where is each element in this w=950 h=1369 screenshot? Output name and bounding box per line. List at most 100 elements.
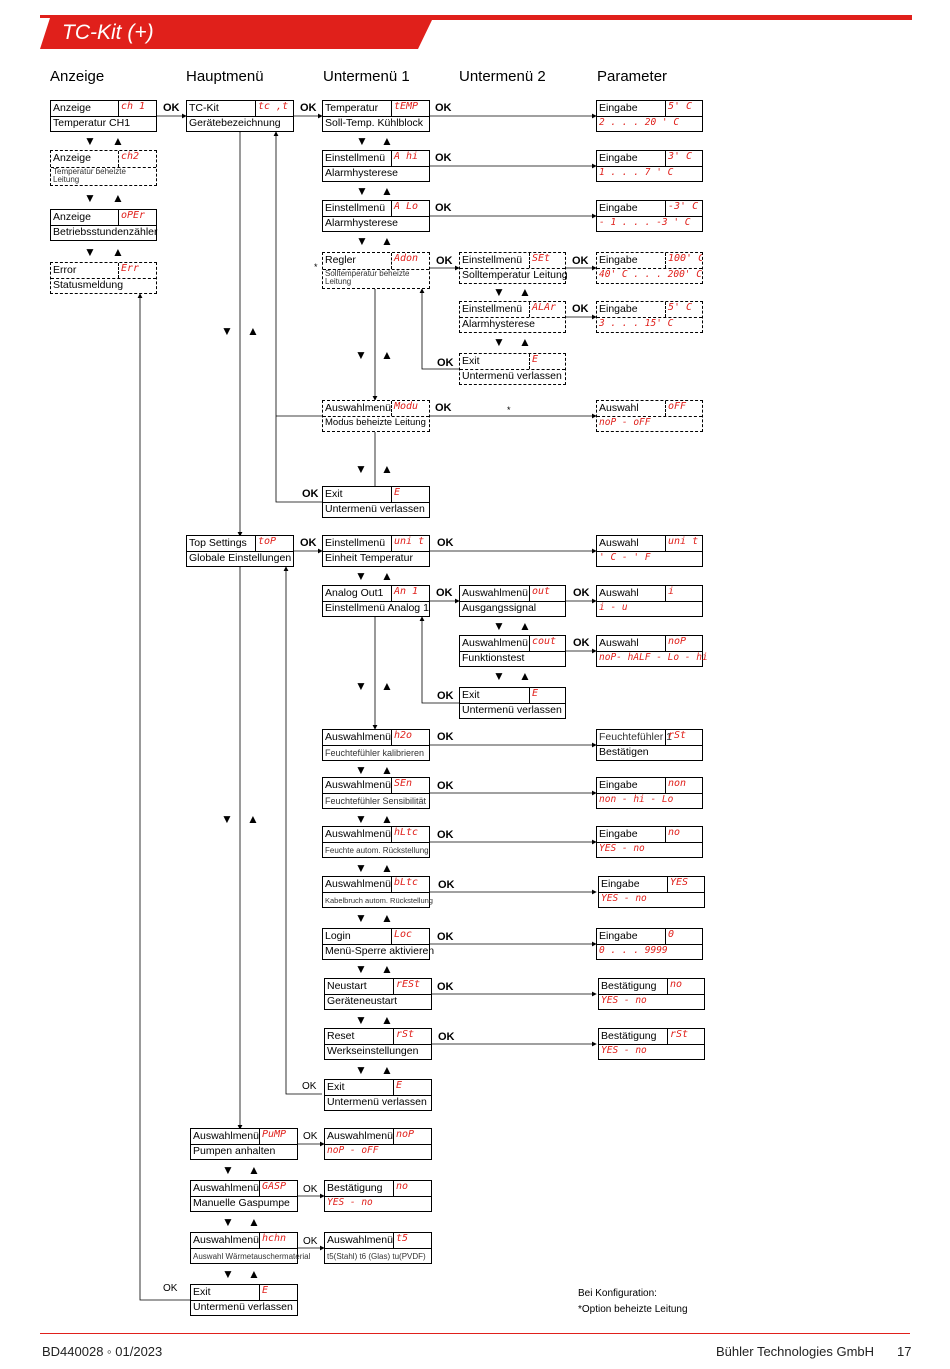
column-header-untermenu-2: Untermenü 2 [459, 68, 546, 85]
nav-down-icon: ▼ [222, 1163, 234, 1177]
box-label: Login [325, 930, 351, 942]
ok-label: OK [438, 879, 455, 891]
display-code: cout [529, 636, 565, 651]
box-description: Globale Einstellungen [189, 551, 292, 564]
display-code: SEn [391, 778, 429, 793]
nav-down-icon: ▼ [355, 462, 367, 476]
footer-doc-id: BD440028 ◦ 01/2023 [42, 1344, 163, 1359]
box-description: Solltemperatur beheizte Leitung [325, 269, 410, 286]
column-header-hauptmenu: Hauptmenü [186, 68, 264, 85]
box-description: Kabelbruch autom. Rückstellung [325, 896, 433, 905]
nav-down-icon: ▼ [356, 234, 368, 248]
box-description: 2 . . . 20 ' C [599, 116, 680, 128]
box-label: Auswahl [599, 537, 639, 549]
display-code: no [665, 827, 702, 842]
display-code: Adon [391, 253, 429, 269]
display-code: rSt [665, 730, 702, 745]
ok-label: OK [435, 102, 452, 114]
display-code: non [665, 778, 702, 793]
display-code: An 1 [391, 586, 429, 601]
nav-up-icon: ▲ [381, 763, 393, 777]
display-code: noP [393, 1129, 431, 1144]
box-description: - 1 . . . -3 ' C [599, 216, 691, 228]
box-label: Einstellmenü [462, 303, 523, 315]
box-label: Auswahl [599, 587, 639, 599]
box-label: Neustart [327, 980, 367, 992]
ok-label: OK [163, 102, 180, 114]
ok-label: OK [437, 931, 454, 943]
ok-label: OK [163, 1283, 178, 1294]
box-label: Bestätigung [601, 980, 657, 992]
ok-label: OK [302, 488, 319, 500]
param-box-alarm-low: Eingabe-3' C - 1 . . . -3 ' C [596, 200, 703, 232]
column-header-parameter: Parameter [597, 68, 668, 85]
display-code: tc ,t [255, 101, 293, 116]
nav-up-icon: ▲ [381, 911, 393, 925]
box-label: TC-Kit [189, 102, 219, 114]
box-description: Modus beheizte Leitung [325, 416, 426, 428]
display-code: oPEr [118, 210, 156, 225]
box-label: Reset [327, 1030, 355, 1042]
nav-down-icon: ▼ [221, 812, 233, 826]
ok-label: OK [437, 780, 454, 792]
display-code: Modu [391, 401, 429, 416]
footer-divider [40, 1333, 910, 1334]
box-description: YES - no [601, 994, 647, 1006]
box-label: Auswahlmenü [462, 587, 528, 599]
box-description: Ausgangssignal [462, 601, 537, 614]
box-description: 0 . . . 9999 [599, 944, 668, 956]
nav-down-icon: ▼ [84, 245, 96, 259]
ok-label: OK [436, 255, 453, 267]
box-description: non - hi - Lo [599, 793, 674, 805]
ok-label: OK [303, 1131, 318, 1142]
nav-down-icon: ▼ [355, 569, 367, 583]
box-description: Temperatur CH1 [53, 116, 131, 129]
box-description: Pumpen anhalten [193, 1144, 276, 1157]
ok-label: OK [572, 303, 589, 315]
nav-down-icon: ▼ [356, 184, 368, 198]
box-label: Auswahlmenü [327, 1234, 393, 1246]
ok-label: OK [437, 357, 454, 369]
display-code: E [393, 1080, 431, 1095]
display-code: E [391, 487, 429, 502]
display-code: tEMP [391, 101, 429, 116]
box-label: Einstellmenü [325, 202, 386, 214]
box-label: Anzeige [53, 152, 91, 164]
box-label: Einstellmenü [325, 537, 386, 549]
box-description: Betriebsstundenzähler [53, 225, 158, 238]
display-code: rSt [667, 1029, 704, 1044]
display-code: uni t [665, 536, 702, 551]
nav-up-icon: ▲ [519, 619, 531, 633]
box-label: Exit [462, 355, 480, 367]
box-label: Auswahlmenü [325, 828, 391, 840]
box-label: Exit [327, 1081, 345, 1093]
display-code: i [665, 586, 702, 601]
display-code: noP [665, 636, 702, 651]
nav-up-icon: ▲ [381, 679, 393, 693]
box-description: Untermenü verlassen [462, 369, 562, 382]
box-label: Auswahlmenü [325, 779, 391, 791]
box-description: 40' C . . . 200' C [599, 268, 702, 280]
nav-up-icon: ▲ [381, 1063, 393, 1077]
box-description: Alarmhysterese [462, 317, 535, 330]
note-option: *Option beheizte Leitung [578, 1304, 688, 1315]
nav-up-icon: ▲ [381, 569, 393, 583]
nav-up-icon: ▲ [248, 1215, 260, 1229]
footer-page-number: 17 [897, 1344, 912, 1359]
display-code: GASP [259, 1181, 297, 1196]
nav-up-icon: ▲ [519, 669, 531, 683]
display-code: Err [118, 263, 156, 278]
